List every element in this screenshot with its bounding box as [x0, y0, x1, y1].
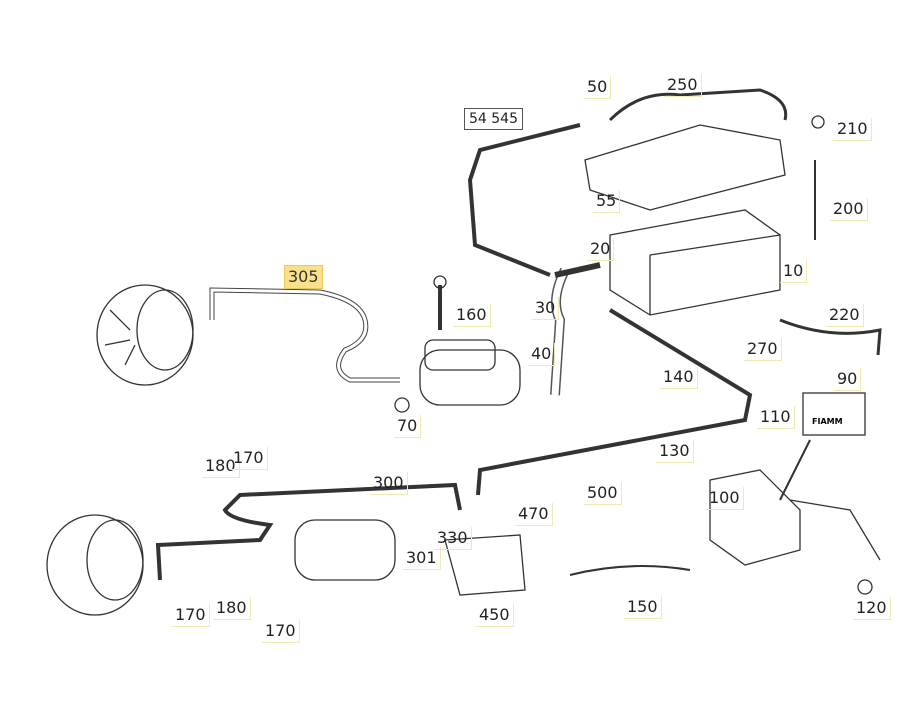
label-90[interactable]: 90	[834, 368, 862, 391]
label-180-top[interactable]: 180	[202, 455, 240, 478]
label-130[interactable]: 130	[656, 440, 694, 463]
label-30[interactable]: 30	[532, 297, 560, 320]
starter-bottom	[294, 519, 396, 581]
label-100[interactable]: 100	[706, 487, 744, 510]
label-301[interactable]: 301	[403, 547, 441, 570]
fuse-bracket-450	[444, 534, 526, 596]
label-55[interactable]: 55	[593, 190, 621, 213]
label-50[interactable]: 50	[584, 76, 612, 99]
label-170-left[interactable]: 170	[172, 604, 210, 627]
label-170-top[interactable]: 170	[230, 447, 268, 470]
label-305[interactable]: 305	[284, 265, 323, 289]
label-250[interactable]: 250	[664, 74, 702, 97]
starter-top	[419, 339, 521, 406]
label-500[interactable]: 500	[584, 482, 622, 505]
label-470[interactable]: 470	[515, 503, 553, 526]
fuse-box-90	[802, 392, 866, 436]
label-200[interactable]: 200	[830, 198, 868, 221]
label-160[interactable]: 160	[453, 304, 491, 327]
label-450[interactable]: 450	[476, 604, 514, 627]
reference-box: 54 545	[464, 108, 523, 130]
label-120[interactable]: 120	[853, 597, 891, 620]
label-140[interactable]: 140	[660, 366, 698, 389]
alternator-top	[96, 284, 194, 386]
label-220[interactable]: 220	[826, 304, 864, 327]
label-170-bottom[interactable]: 170	[262, 620, 300, 643]
label-40[interactable]: 40	[528, 343, 556, 366]
label-10[interactable]: 10	[780, 260, 808, 283]
label-20[interactable]: 20	[587, 238, 615, 261]
label-180-bottom[interactable]: 180	[213, 597, 251, 620]
label-210[interactable]: 210	[834, 118, 872, 141]
alternator-bottom	[46, 514, 144, 616]
label-270[interactable]: 270	[744, 338, 782, 361]
label-70[interactable]: 70	[394, 415, 422, 438]
label-150[interactable]: 150	[624, 596, 662, 619]
label-300[interactable]: 300	[370, 472, 408, 495]
label-110[interactable]: 110	[757, 406, 795, 429]
battery	[584, 124, 786, 316]
battery-brand: FIAMM	[812, 417, 843, 426]
cable-305	[209, 287, 400, 383]
relay-bracket	[709, 469, 881, 566]
label-330[interactable]: 330	[434, 527, 472, 550]
